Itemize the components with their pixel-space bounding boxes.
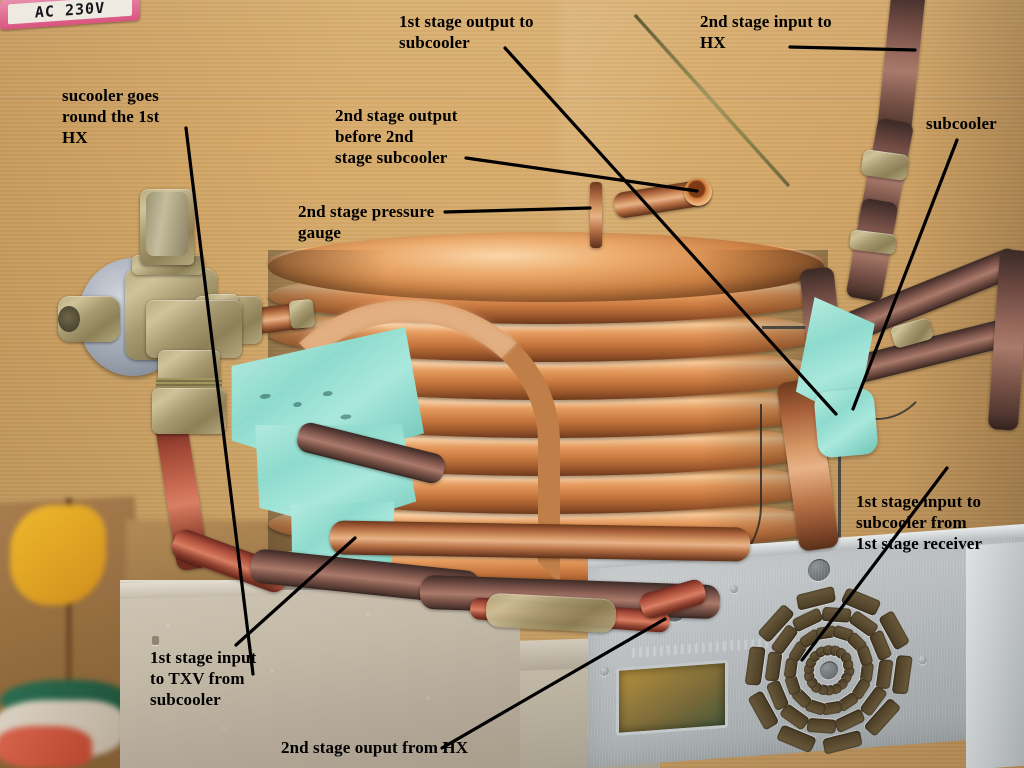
pipe-pressure-gauge-tube <box>590 182 602 248</box>
annotation-label-1st-stage-output-to-subcooler: 1st stage output to subcooler <box>399 12 534 52</box>
leader-line-subcooler-round-1st-hx <box>184 126 255 676</box>
leader-line-2nd-stage-output-before-2nd-stage-subcooler <box>464 156 699 193</box>
annotation-label-2nd-stage-ouput-from-hx: 2nd stage ouput from HX <box>281 738 469 757</box>
txv-lower-flare-nut <box>152 388 226 434</box>
leader-line-2nd-stage-input-to-hx <box>788 45 917 52</box>
txv-lower-body <box>146 300 242 358</box>
background-cloth <box>10 505 106 605</box>
annotation-label-2nd-stage-pressure-gauge: 2nd stage pressure gauge <box>298 202 435 242</box>
leader-line-1st-stage-input-to-subcooler-from-1st-stage-receiver <box>800 466 949 662</box>
background-cloth <box>0 726 92 768</box>
annotation-label-2nd-stage-input-to-hx: 2nd stage input to HX <box>700 12 832 52</box>
metal-chassis-texture <box>120 580 520 768</box>
leader-line-2nd-stage-ouput-from-hx <box>440 617 667 750</box>
annotation-label-subcooler: subcooler <box>926 114 997 133</box>
wall-seam <box>0 96 1024 99</box>
metal-chassis-left <box>120 580 520 768</box>
copper-coil-top <box>268 232 824 302</box>
annotation-label-subcooler-round-1st-hx: sucooler goes round the 1st HX <box>62 86 160 147</box>
leader-line-subcooler <box>851 138 959 411</box>
leader-line-2nd-stage-pressure-gauge <box>443 206 592 214</box>
leader-line-1st-stage-input-to-txv-from-subcooler <box>234 536 357 647</box>
leader-line-1st-stage-output-to-subcooler <box>503 46 838 416</box>
txv-cap-face <box>146 192 188 256</box>
annotation-label-1st-stage-input-to-subcooler-from-1st-stage-receiver: 1st stage input to subcooler from 1st st… <box>856 492 983 553</box>
chassis-screw <box>152 636 159 645</box>
annotation-label-2nd-stage-output-before-2nd-stage-subcooler: 2nd stage output before 2nd stage subcoo… <box>335 106 458 167</box>
annotation-label-1st-stage-input-to-txv-from-subcooler: 1st stage input to TXV from subcooler <box>150 648 257 709</box>
txv-left-port <box>58 306 80 332</box>
